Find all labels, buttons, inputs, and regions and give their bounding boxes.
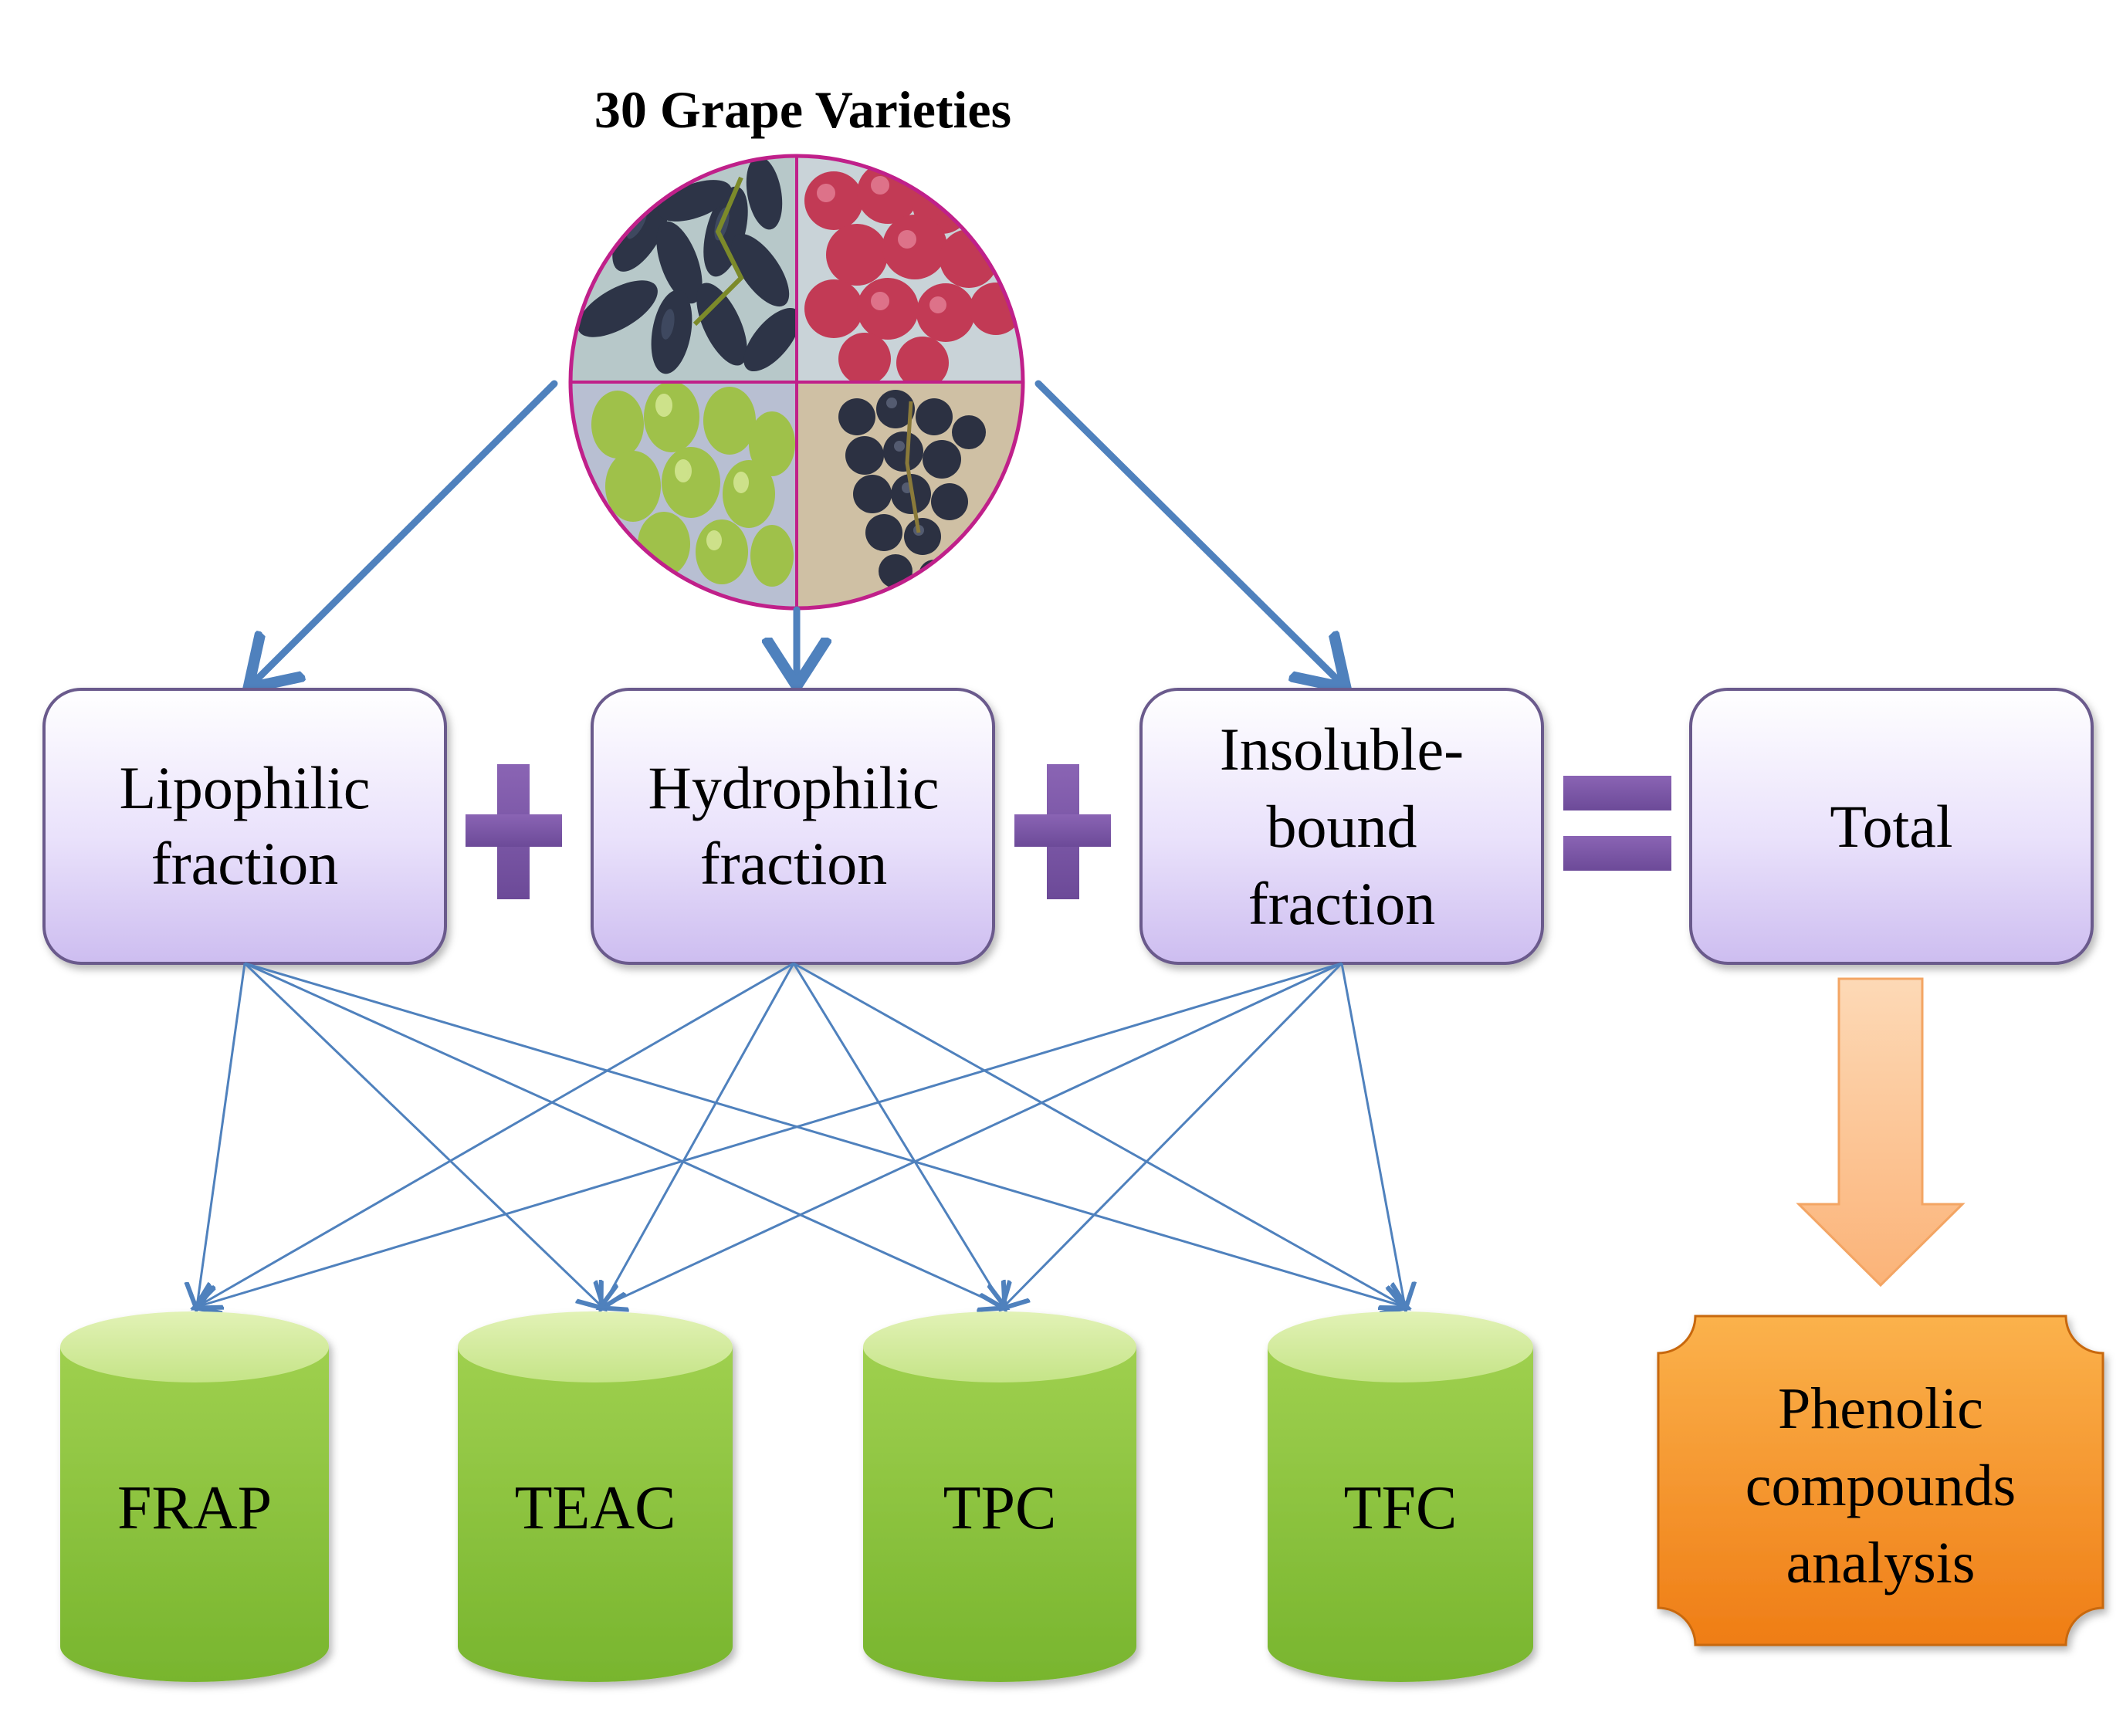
svg-text:FRAP: FRAP bbox=[117, 1474, 272, 1542]
svg-text:analysis: analysis bbox=[1786, 1531, 1976, 1596]
assay-cylinder-tfc: TFC bbox=[1268, 1311, 1533, 1682]
lipophilic-line-2: fraction bbox=[151, 830, 339, 897]
svg-text:Total: Total bbox=[1830, 793, 1952, 860]
assay-cylinder-frap: FRAP bbox=[60, 1311, 329, 1682]
arrow-to-insoluble bbox=[1034, 380, 1341, 683]
plus-operator-1 bbox=[466, 764, 562, 899]
fraction-to-assay-arrows bbox=[197, 962, 1405, 1307]
analysis-line-3: analysis bbox=[1786, 1531, 1976, 1596]
fraction-box-hydrophilic: Hydrophilic fraction bbox=[591, 688, 995, 965]
insoluble-line-3: fraction bbox=[1248, 870, 1436, 937]
svg-text:fraction: fraction bbox=[700, 830, 888, 897]
svg-text:bound: bound bbox=[1267, 793, 1417, 860]
assay-label-tfc: TFC bbox=[1344, 1474, 1458, 1542]
fraction-box-insoluble-bound: Insoluble- bound fraction bbox=[1139, 688, 1544, 965]
svg-text:fraction: fraction bbox=[1248, 870, 1436, 937]
assay-label-teac: TEAC bbox=[515, 1474, 676, 1542]
svg-text:Hydrophilic: Hydrophilic bbox=[648, 754, 940, 821]
svg-text:Lipophilic: Lipophilic bbox=[120, 754, 371, 821]
svg-text:TEAC: TEAC bbox=[515, 1474, 676, 1542]
svg-text:TFC: TFC bbox=[1344, 1474, 1458, 1542]
grape-photo-collage bbox=[568, 154, 1025, 611]
analysis-line-1: Phenolic bbox=[1778, 1376, 1983, 1441]
insoluble-line-1: Insoluble- bbox=[1220, 716, 1464, 783]
lipophilic-line-1: Lipophilic bbox=[120, 754, 371, 821]
total-down-arrow bbox=[1796, 977, 1966, 1288]
grape-quadrant-bottom-left bbox=[571, 381, 797, 608]
grape-quadrant-top-right bbox=[797, 156, 1023, 389]
svg-text:TPC: TPC bbox=[943, 1474, 1057, 1542]
assay-cylinder-tpc: TPC bbox=[863, 1311, 1136, 1682]
total-label: Total bbox=[1830, 793, 1952, 860]
analysis-line-2: compounds bbox=[1745, 1453, 2016, 1518]
svg-text:Insoluble-: Insoluble- bbox=[1220, 716, 1464, 783]
grape-quadrant-bottom-right bbox=[797, 382, 1023, 608]
total-box: Total bbox=[1689, 688, 2094, 965]
diagram-title: 30 Grape Varieties bbox=[594, 80, 1011, 139]
equals-operator bbox=[1563, 776, 1671, 871]
analysis-box: Phenolic compounds analysis bbox=[1657, 1315, 2104, 1646]
plus-operator-2 bbox=[1014, 764, 1111, 899]
fraction-box-lipophilic: Lipophilic fraction bbox=[42, 688, 447, 965]
assay-cylinder-teac: TEAC bbox=[458, 1311, 733, 1682]
insoluble-line-2: bound bbox=[1267, 793, 1417, 860]
assay-label-frap: FRAP bbox=[117, 1474, 272, 1542]
split-arrows bbox=[253, 380, 1341, 683]
svg-text:fraction: fraction bbox=[151, 830, 339, 897]
grape-quadrant-top-left bbox=[571, 156, 801, 382]
svg-text:Phenolic: Phenolic bbox=[1778, 1376, 1983, 1441]
svg-text:compounds: compounds bbox=[1745, 1453, 2016, 1518]
hydrophilic-line-1: Hydrophilic bbox=[648, 754, 940, 821]
assay-label-tpc: TPC bbox=[943, 1474, 1057, 1542]
arrow-to-lipophilic bbox=[253, 380, 558, 683]
hydrophilic-line-2: fraction bbox=[700, 830, 888, 897]
